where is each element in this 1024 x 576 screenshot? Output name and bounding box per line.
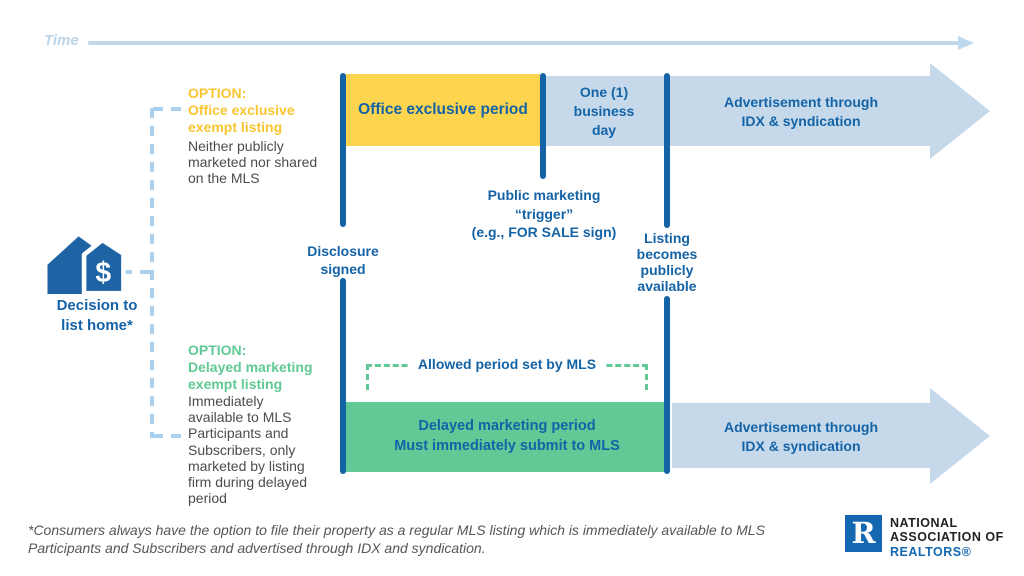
nar-logo: R NATIONAL ASSOCIATION OF REALTORS® [845,515,1004,559]
time-axis-arrowhead-icon [958,36,974,50]
option-delayed-marketing-description: Immediately available to MLS Participant… [188,393,308,507]
bottom-advertisement-band [672,403,930,468]
time-axis-line [88,41,960,45]
advertisement-top-label: Advertisement through IDX & syndication [723,94,878,129]
trigger-line [540,73,546,179]
top-advertisement-band [546,76,930,146]
option-office-exclusive-description: Neither publicly marketed nor shared on … [188,138,318,187]
option-delayed-marketing-heading: OPTION: Delayed marketing exempt listing [188,342,313,393]
nar-logo-line1: NATIONAL [890,516,958,530]
office-exclusive-period-label: Office exclusive period [358,101,528,118]
allowed-period-label: Allowed period set by MLS [407,356,607,372]
delayed-marketing-period-bar: Delayed marketing period Must immediatel… [346,402,668,472]
house-price-tag-icon: $ [47,236,126,296]
publicly-available-line-upper [664,73,670,228]
nar-logo-text: NATIONAL ASSOCIATION OF REALTORS® [890,515,1004,559]
footnote: *Consumers always have the option to fil… [28,522,765,557]
disclosure-signed-label: Disclosure signed [307,243,379,278]
decision-branch-mid-dash [122,270,150,274]
office-exclusive-period-bar: Office exclusive period [346,74,540,146]
disclosure-line-lower [340,278,346,474]
publicly-available-line-lower [664,296,670,474]
one-business-day-label: One (1) business day [573,84,635,138]
nar-logo-line3: REALTORS® [890,544,972,559]
svg-text:$: $ [95,257,111,289]
disclosure-line-upper [340,73,346,227]
decision-label: Decision to list home* [56,297,138,334]
decision-branch-bottom-dash [153,434,185,438]
time-axis-label: Time [44,32,79,49]
decision-branch-vertical-dash [150,108,154,438]
top-band-arrowhead-icon [930,63,990,159]
allowed-period-bracket: Allowed period set by MLS [366,356,648,390]
delayed-marketing-period-label: Delayed marketing period Must immediatel… [394,418,620,454]
option-office-exclusive-heading: OPTION: Office exclusive exempt listing [188,85,295,136]
bottom-band-arrowhead-icon [930,388,990,484]
listing-publicly-available-label: Listing becomes publicly available [636,230,698,295]
nar-logo-line2: ASSOCIATION OF [890,530,1004,545]
advertisement-bottom-label: Advertisement through IDX & syndication [723,419,878,454]
nar-monogram-icon: R [845,515,882,552]
decision-branch-top-dash [153,107,185,111]
public-marketing-trigger-label: Public marketing “trigger” (e.g., FOR SA… [471,187,617,241]
